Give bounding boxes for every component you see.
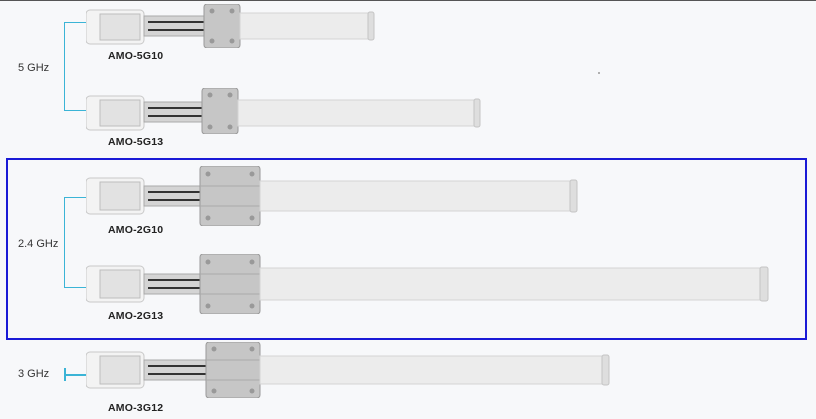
band-label-5ghz: 5 GHz [18, 62, 50, 74]
antenna-image-amo-2g13 [86, 254, 769, 314]
model-label-amo-5g13: AMO-5G13 [108, 136, 164, 148]
model-label-amo-2g10: AMO-2G10 [108, 224, 164, 236]
stray-dot [598, 72, 600, 74]
antenna-image-amo-5g10 [86, 4, 375, 48]
band-tick-cap-3ghz [64, 368, 66, 381]
band-bracket-5ghz [64, 22, 87, 111]
selection-highlight [6, 158, 807, 340]
top-border [0, 0, 816, 1]
antenna-image-amo-5g13 [86, 88, 481, 134]
model-label-amo-5g10: AMO-5G10 [108, 50, 164, 62]
antenna-image-amo-3g12 [86, 342, 610, 398]
band-label-3ghz: 3 GHz [18, 368, 50, 380]
antenna-image-amo-2g10 [86, 166, 578, 226]
band-tick-3ghz [64, 374, 86, 376]
model-label-amo-3g12: AMO-3G12 [108, 402, 164, 414]
band-bracket-2-4ghz [64, 197, 87, 288]
model-label-amo-2g13: AMO-2G13 [108, 310, 164, 322]
band-label-2-4ghz: 2.4 GHz [18, 238, 59, 250]
